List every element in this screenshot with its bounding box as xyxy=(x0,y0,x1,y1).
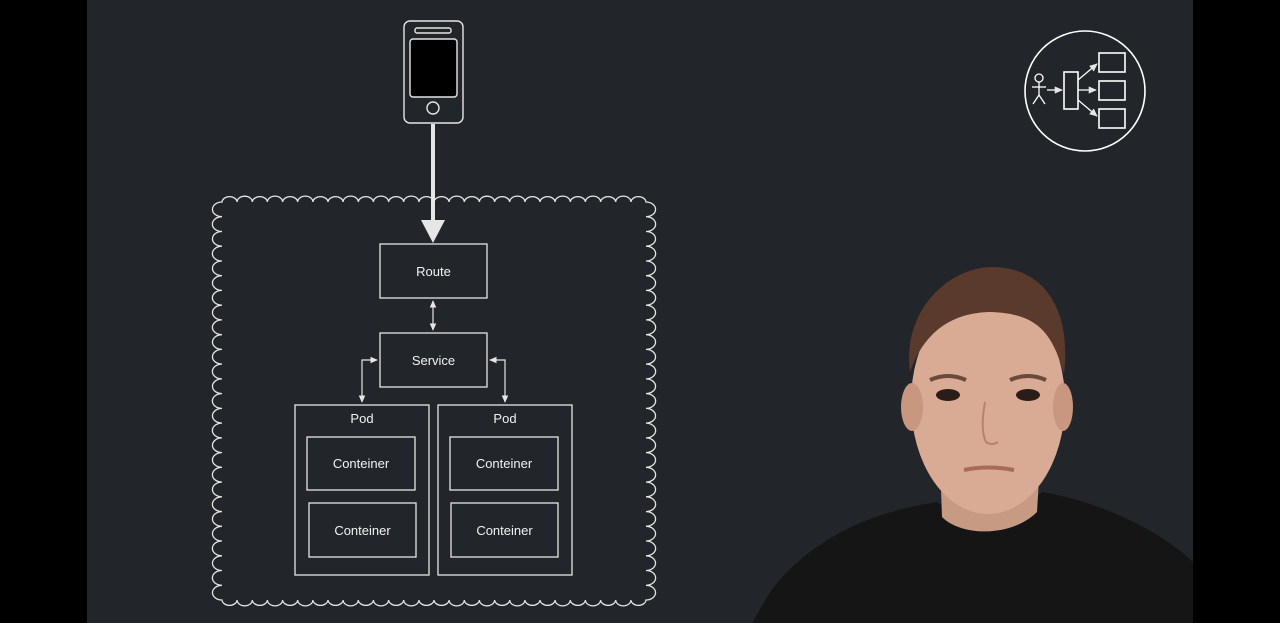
presenter-video xyxy=(752,267,1193,623)
presenter-ear-left xyxy=(901,383,923,431)
route-box xyxy=(379,243,488,299)
pod-box-right xyxy=(437,404,573,576)
container-label: Conteiner xyxy=(476,522,533,538)
container-label: Conteiner xyxy=(475,456,533,471)
pod-box-left xyxy=(294,404,430,576)
person-icon xyxy=(1032,73,1046,105)
smartphone-icon xyxy=(403,20,464,124)
request-arrow xyxy=(421,124,445,243)
container-box xyxy=(449,436,559,491)
presenter-ear-right xyxy=(1053,383,1073,431)
route-label: Route xyxy=(416,263,451,279)
cluster-cloud-boundary xyxy=(211,195,657,607)
container-box xyxy=(450,502,559,558)
container-label: Conteiner xyxy=(332,456,390,471)
service-label: Service xyxy=(411,352,456,368)
presenter-hair xyxy=(909,267,1066,374)
service-pod-right-connector xyxy=(489,356,509,403)
presenter-face xyxy=(911,290,1065,514)
service-box xyxy=(379,332,488,388)
container-box xyxy=(306,436,416,491)
container-label: Conteiner xyxy=(334,522,391,538)
architecture-logo-icon xyxy=(1024,30,1146,152)
pod-label-left: Pod xyxy=(350,411,374,426)
container-box xyxy=(308,502,417,558)
pod-label-right: Pod xyxy=(493,411,517,426)
presenter-shirt xyxy=(752,492,1193,623)
service-pod-left-connector xyxy=(358,356,378,403)
